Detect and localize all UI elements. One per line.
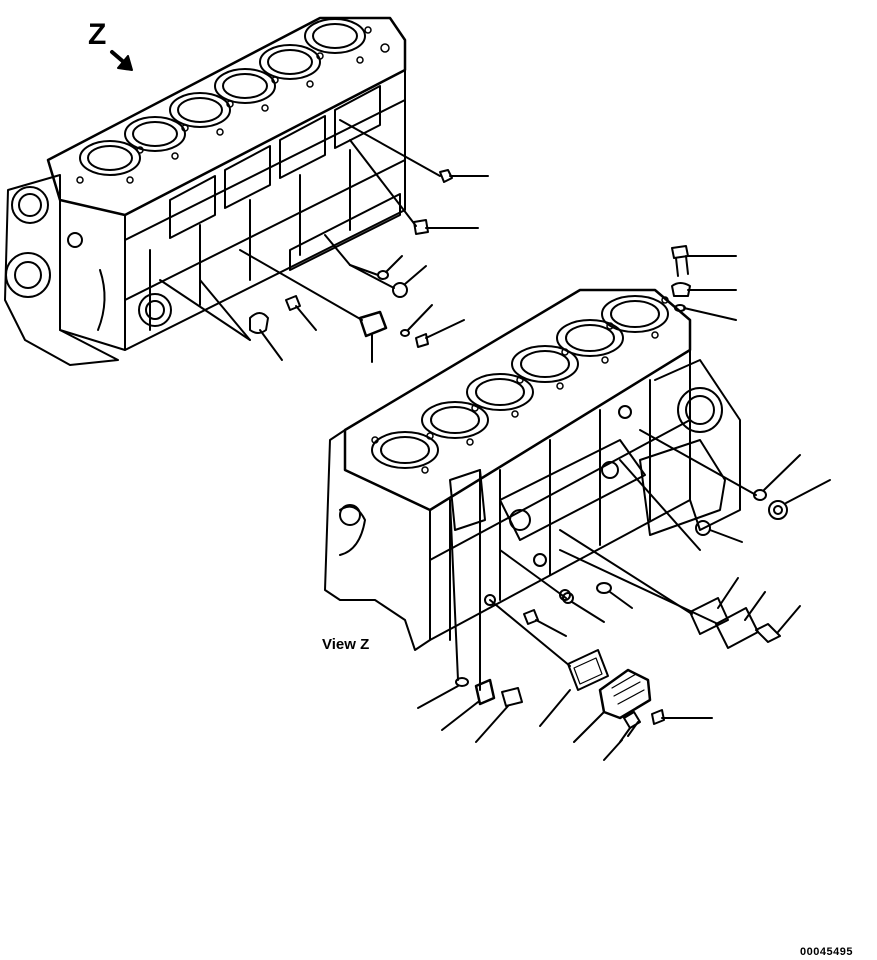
view-caption: View Z: [322, 636, 370, 653]
cylinder-block-upper: [4, 16, 407, 366]
view-marker-label: Z: [88, 18, 107, 51]
lower-block-fittings: [417, 245, 831, 761]
cylinder-bores-lower: [371, 295, 669, 469]
upper-block-fittings: [159, 119, 489, 363]
cylinder-bores: [79, 18, 366, 176]
arrow-down-right-icon: [110, 50, 133, 71]
drawing-code: 00045495: [800, 946, 853, 958]
cylinder-block-lower: [324, 288, 741, 651]
